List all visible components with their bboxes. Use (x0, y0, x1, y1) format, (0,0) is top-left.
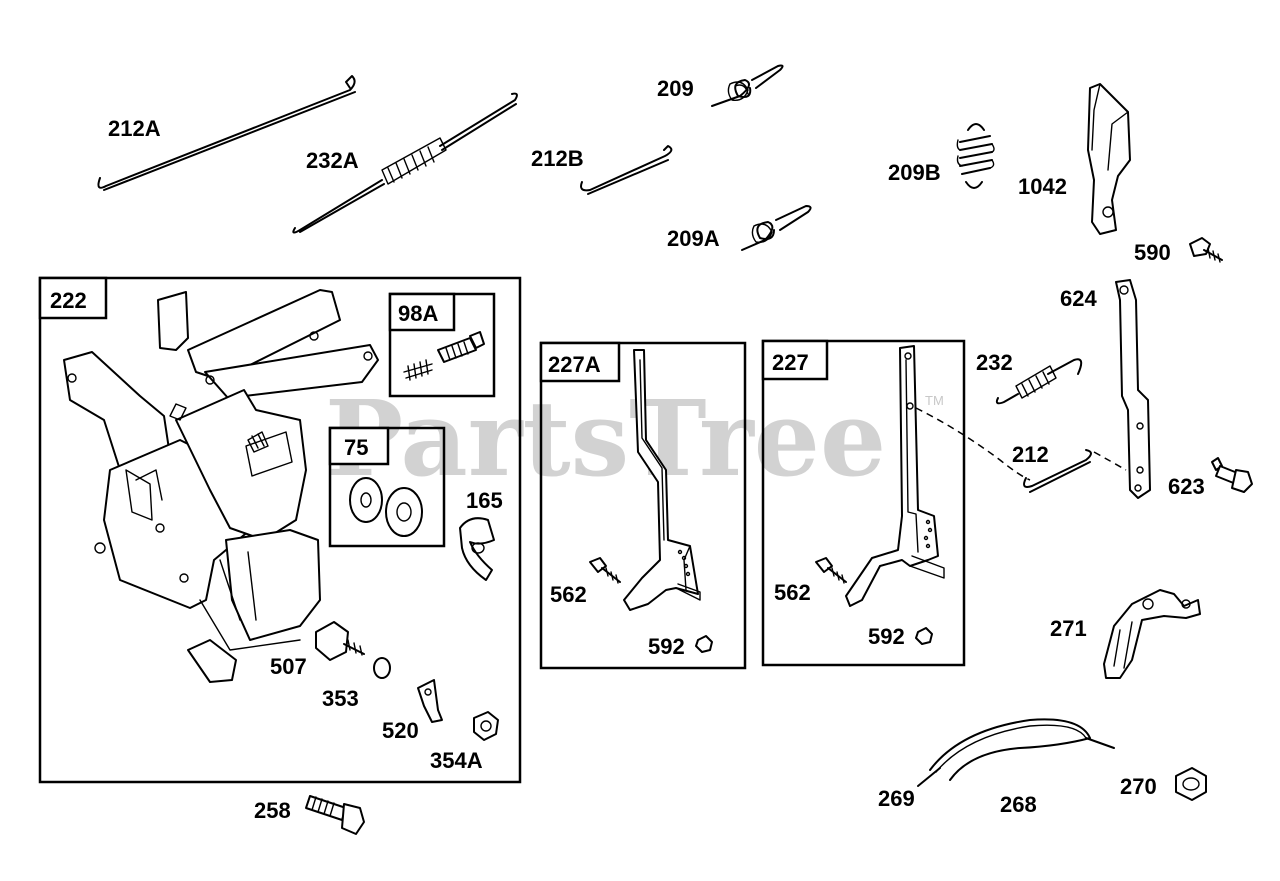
callout-165: 165 (466, 488, 503, 513)
part-227A-lever[interactable] (623, 349, 701, 611)
part-507-switch[interactable] (315, 621, 365, 661)
part-209B-spring[interactable] (956, 123, 995, 189)
part-212-link[interactable] (1023, 449, 1092, 493)
callout-562-a: 562 (550, 582, 587, 607)
callout-592-b: 592 (868, 624, 905, 649)
box-227-label: 227 (772, 350, 809, 375)
connector-line-212-624 (1093, 451, 1127, 471)
box-98A-tag (388, 292, 456, 332)
part-232A-spring[interactable] (292, 92, 518, 234)
callout-507: 507 (270, 654, 307, 679)
part-353-washer[interactable] (373, 657, 391, 679)
part-75-washers[interactable] (349, 477, 423, 537)
callout-592-a: 592 (648, 634, 685, 659)
part-222-control-bracket[interactable] (63, 289, 379, 683)
part-520-terminal[interactable] (417, 679, 443, 723)
part-562-screw-a[interactable] (589, 557, 621, 584)
part-271-cable-clamp[interactable] (1103, 589, 1201, 679)
part-354A-nut[interactable] (473, 711, 499, 741)
callout-209: 209 (657, 76, 694, 101)
box-227-tag (761, 339, 829, 381)
box-98A-label: 98A (398, 301, 438, 326)
callout-1042: 1042 (1018, 174, 1067, 199)
callout-624: 624 (1060, 286, 1097, 311)
part-227-lever[interactable] (845, 345, 945, 607)
part-1042-bracket[interactable] (1087, 83, 1131, 235)
callout-353: 353 (322, 686, 359, 711)
connector-line-227-212 (915, 407, 1031, 481)
box-222-frame (38, 276, 522, 784)
callout-232A: 232A (306, 148, 359, 173)
part-165-clip[interactable] (459, 517, 495, 581)
callout-209B: 209B (888, 160, 941, 185)
box-75-tag (328, 426, 390, 466)
box-222-tag (38, 276, 108, 320)
part-212B-link[interactable] (580, 145, 673, 195)
box-227A-label: 227A (548, 352, 601, 377)
box-222-label: 222 (50, 288, 87, 313)
callout-590: 590 (1134, 240, 1171, 265)
box-75-label: 75 (344, 435, 368, 460)
watermark-trademark: TM (925, 393, 944, 408)
part-592-nut-b[interactable] (915, 627, 933, 645)
part-623-bolt[interactable] (1211, 457, 1253, 493)
callout-271: 271 (1050, 616, 1087, 641)
box-227-frame (761, 339, 966, 667)
callout-520: 520 (382, 718, 419, 743)
part-212A-link-rod[interactable] (97, 75, 356, 191)
callout-562-b: 562 (774, 580, 811, 605)
callout-268: 268 (1000, 792, 1037, 817)
part-258-bolt[interactable] (305, 795, 365, 835)
callout-258: 258 (254, 798, 291, 823)
watermark-text: PartsTree (325, 377, 886, 500)
callout-623: 623 (1168, 474, 1205, 499)
part-209A-spring[interactable] (741, 205, 812, 251)
callout-354A: 354A (430, 748, 483, 773)
box-227A-tag (539, 341, 621, 383)
part-98A-spring-screw[interactable] (403, 331, 485, 381)
part-562-screw-b[interactable] (815, 557, 847, 584)
callout-269: 269 (878, 786, 915, 811)
part-590-screw[interactable] (1189, 237, 1223, 263)
part-624-lever[interactable] (1115, 279, 1151, 499)
callout-212A: 212A (108, 116, 161, 141)
callout-270: 270 (1120, 774, 1157, 799)
part-209-spring[interactable] (711, 64, 784, 107)
part-270-nut[interactable] (1175, 767, 1207, 801)
box-227A-frame (539, 341, 747, 670)
part-592-nut-a[interactable] (695, 635, 713, 653)
part-268-throttle-cable[interactable] (917, 718, 1115, 787)
callout-212B: 212B (531, 146, 584, 171)
part-232-spring[interactable] (995, 358, 1083, 405)
callout-209A: 209A (667, 226, 720, 251)
callout-212: 212 (1012, 442, 1049, 467)
callout-232: 232 (976, 350, 1013, 375)
